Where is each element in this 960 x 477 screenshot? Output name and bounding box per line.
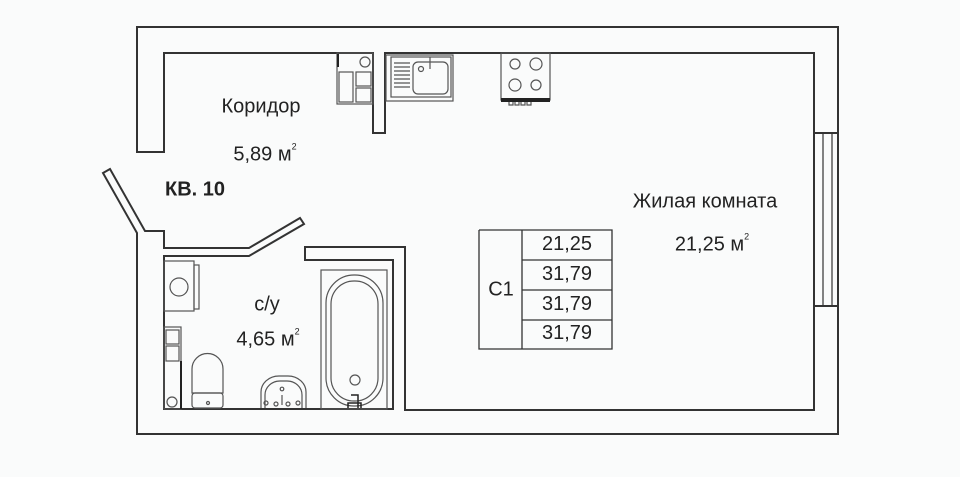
area-table-value: 31,79 — [541, 293, 593, 315]
area-table-value: 31,79 — [541, 322, 593, 344]
cabinet-icon — [336, 52, 374, 105]
toilet-icon — [191, 352, 224, 409]
area-value: 21,25 м — [674, 233, 745, 256]
area-table-type: С1 — [488, 278, 514, 301]
area-table — [478, 229, 613, 350]
outer-wall — [101, 26, 839, 435]
kitchen-sink-icon — [385, 54, 454, 102]
area-table-value: 31,79 — [541, 263, 593, 285]
fixtures — [163, 52, 551, 410]
apartment-label: КВ. 10 — [164, 178, 226, 201]
room-area-living-room: 21,25 м2 — [674, 231, 750, 257]
area-value: 5,89 м — [233, 143, 292, 166]
room-name-living-room: Жилая комната — [632, 190, 778, 213]
wash-basin-icon — [260, 375, 307, 408]
stove-icon — [500, 52, 551, 106]
walls — [101, 26, 839, 435]
bathtub-icon — [320, 269, 388, 410]
window — [814, 132, 838, 307]
room-name-corridor: Коридор — [221, 95, 301, 118]
unit-sup: 2 — [744, 231, 750, 242]
unit-sup: 2 — [294, 326, 300, 337]
unit-sup: 2 — [291, 141, 297, 152]
room-name-bathroom: с/у — [254, 293, 280, 316]
room-area-bathroom: 4,65 м2 — [236, 326, 300, 352]
room-area-corridor: 5,89 м2 — [233, 141, 297, 167]
shelf-icon — [163, 326, 182, 410]
washing-machine-icon — [163, 260, 200, 312]
area-value: 4,65 м — [236, 328, 295, 351]
area-table-value: 21,25 — [541, 233, 593, 255]
